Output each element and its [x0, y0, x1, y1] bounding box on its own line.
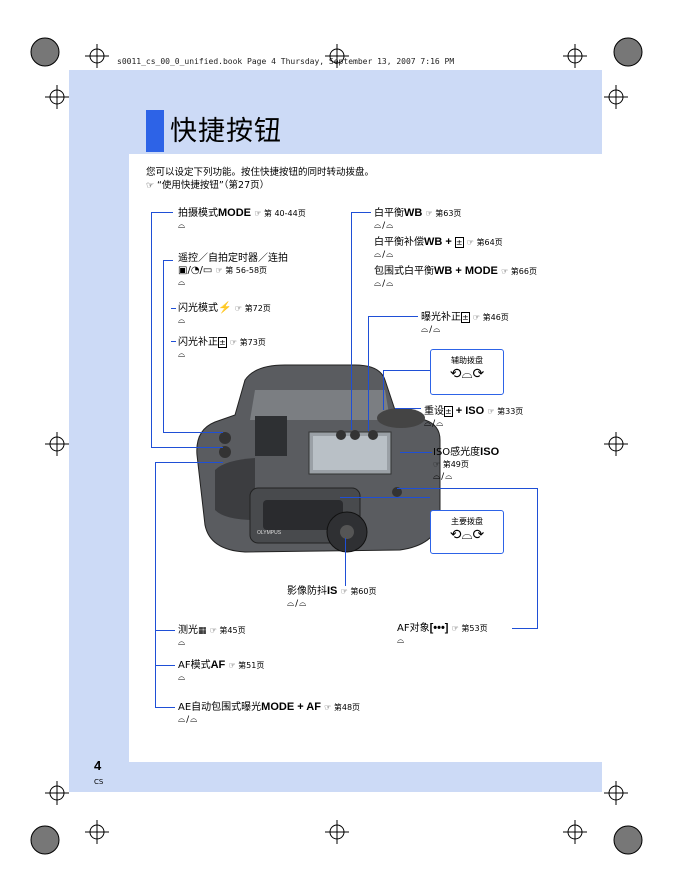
- intro-line-2: ☞ “使用快捷按钮”（第27页）: [146, 180, 270, 191]
- label-metering: 测光▦ ☞ 第45页 ⌓: [178, 625, 246, 648]
- reference-icon: ☞: [146, 181, 157, 191]
- label-flash-comp: 闪光补正± ☞ 第73页 ⌓: [178, 337, 266, 360]
- intro-text: 您可以设定下列功能。按住快捷按钮的同时转动拨盘。 ☞ “使用快捷按钮”（第27页…: [146, 166, 374, 193]
- wb-button[interactable]: [336, 430, 346, 440]
- drive-button[interactable]: [219, 446, 231, 458]
- label-shooting-mode: 拍摄模式MODE ☞ 第 40-44页 ⌓: [178, 207, 306, 231]
- title-accent: [146, 110, 164, 152]
- language-code: CS: [94, 778, 104, 786]
- label-flash-mode: 闪光模式⚡ ☞ 第72页 ⌓: [178, 302, 271, 326]
- camera-brand: OLYMPUS: [257, 530, 282, 536]
- label-wb-comp: 白平衡补偿WB + ± ☞ 第64页 ⌓/⌓: [374, 236, 503, 260]
- sub-dial[interactable]: [377, 408, 425, 428]
- label-af-mode: AF模式AF ☞ 第51页 ⌓: [178, 659, 265, 683]
- af-target-button[interactable]: [392, 487, 402, 497]
- print-header: s0011_cs_00_0_unified.book Page 4 Thursd…: [117, 57, 455, 66]
- label-wb-bracket: 包围式白平衡WB + MODE ☞ 第66页 ⌓/⌓: [374, 265, 537, 289]
- sub-dial-box: 辅助拨盘 ⟲⌓⟳: [430, 349, 504, 395]
- label-wb: 白平衡WB ☞ 第63页 ⌓/⌓: [374, 207, 462, 231]
- hot-shoe: [255, 416, 287, 456]
- label-reset: 重设± + ISO ☞ 第33页 ⌓/⌓: [424, 405, 524, 429]
- label-af-target: AF对象[•••] ☞ 第53页 ⌓: [397, 622, 488, 646]
- label-ae-bracket: AE自动包围式曝光MODE + AF ☞ 第48页 ⌓/⌓: [178, 701, 361, 725]
- page-number: 4: [94, 758, 102, 773]
- bottom-band: [69, 762, 602, 792]
- label-iso: ISO感光度ISO ☞ 第49页 ⌓/⌓: [433, 446, 500, 482]
- camera-illustration: OLYMPUS: [196, 364, 441, 553]
- intro-line-1: 您可以设定下列功能。按住快捷按钮的同时转动拨盘。: [146, 167, 375, 178]
- exposure-comp-button[interactable]: [350, 430, 360, 440]
- mode-button[interactable]: [219, 432, 231, 444]
- main-dial-box: 主要拨盘 ⟲⌓⟳: [430, 510, 504, 554]
- page-title: 快捷按钮: [170, 116, 282, 147]
- label-drive: 遥控／自拍定时器／连拍 ▣/◔/▭ ☞ 第 56-58页 ⌓: [178, 253, 288, 288]
- iso-button[interactable]: [368, 430, 378, 440]
- label-is: 影像防抖IS ☞ 第60页 ⌓/⌓: [287, 585, 377, 609]
- left-band: [69, 70, 129, 792]
- label-exp-comp: 曝光补正± ☞ 第46页 ⌓/⌓: [421, 312, 509, 335]
